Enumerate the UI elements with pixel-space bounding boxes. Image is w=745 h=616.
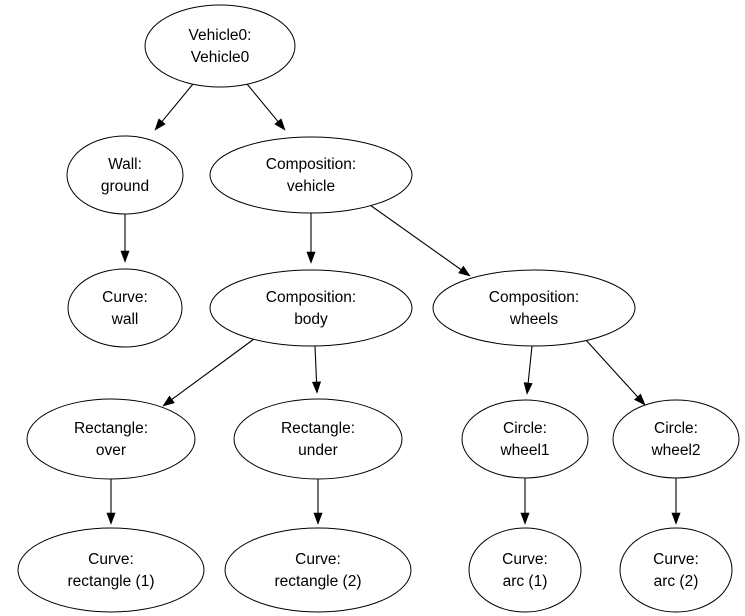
nodes-layer: Vehicle0:Vehicle0Wall:groundComposition:…	[17, 4, 740, 613]
graph-edge	[154, 83, 194, 131]
node-ellipse[interactable]	[67, 268, 183, 348]
graph-edge	[369, 204, 471, 277]
node-label-line1: Curve:	[295, 551, 341, 568]
node-ellipse[interactable]	[144, 4, 296, 88]
graph-node-curve_wall[interactable]: Curve: wall	[67, 268, 183, 348]
node-ellipse[interactable]	[461, 399, 589, 479]
node-label-line1: Curve:	[88, 551, 134, 568]
node-ellipse[interactable]	[432, 269, 636, 347]
graph-edge	[120, 214, 130, 263]
node-label-line1: Composition:	[266, 156, 356, 173]
graph-edge	[523, 345, 533, 395]
node-label-line2: rectangle (1)	[67, 573, 154, 590]
graph-node-wall_ground[interactable]: Wall: ground	[66, 135, 184, 215]
graph-edge	[162, 338, 255, 407]
node-ellipse[interactable]	[209, 269, 413, 347]
graph-node-curve_rect1[interactable]: Curve: rectangle (1)	[17, 527, 205, 613]
graph-node-circle_w2[interactable]: Circle: wheel2	[612, 399, 740, 479]
node-label-line2: arc (1)	[503, 573, 548, 590]
graph-edge	[246, 83, 286, 131]
node-label-line2: Vehicle0	[191, 49, 250, 66]
node-label-line2: wheel1	[499, 442, 549, 459]
node-label-line1: Curve:	[502, 551, 548, 568]
node-ellipse[interactable]	[468, 527, 582, 613]
graph-node-rect_under[interactable]: Rectangle: under	[233, 398, 403, 480]
node-label-line1: Circle:	[503, 420, 547, 437]
node-label-line2: wheels	[509, 311, 558, 328]
node-label-line1: Wall:	[108, 156, 142, 173]
graph-node-comp_vehicle[interactable]: Composition: vehicle	[209, 136, 413, 214]
graph-node-curve_arc2[interactable]: Curve: arc (2)	[619, 527, 733, 613]
node-ellipse[interactable]	[26, 398, 196, 480]
node-label-line1: Curve:	[102, 289, 148, 306]
node-label-line2: body	[294, 311, 328, 328]
graph-edge	[671, 478, 681, 525]
graph-node-vehicle0[interactable]: Vehicle0: Vehicle0	[144, 4, 296, 88]
node-ellipse[interactable]	[233, 398, 403, 480]
graph-edge	[311, 345, 322, 394]
graph-node-rect_over[interactable]: Rectangle: over	[26, 398, 196, 480]
node-label-line2: vehicle	[287, 178, 335, 195]
node-label-line1: Vehicle0:	[189, 27, 252, 44]
node-ellipse[interactable]	[17, 527, 205, 613]
node-ellipse[interactable]	[209, 136, 413, 214]
graph-edge	[313, 479, 323, 525]
node-label-line2: ground	[101, 178, 149, 195]
node-ellipse[interactable]	[66, 135, 184, 215]
node-label-line2: wheel2	[650, 442, 700, 459]
graph-node-curve_arc1[interactable]: Curve: arc (1)	[468, 527, 582, 613]
node-label-line2: over	[96, 442, 126, 459]
graph-node-circle_w1[interactable]: Circle: wheel1	[461, 399, 589, 479]
node-label-line2: arc (2)	[654, 573, 699, 590]
node-ellipse[interactable]	[612, 399, 740, 479]
node-label-line1: Rectangle:	[281, 420, 355, 437]
node-label-line1: Rectangle:	[74, 420, 148, 437]
node-label-line1: Circle:	[654, 420, 698, 437]
graph-edge	[306, 213, 316, 264]
node-label-line2: wall	[111, 311, 139, 328]
graph-edge	[520, 478, 530, 525]
node-label-line2: rectangle (2)	[274, 573, 361, 590]
node-label-line2: under	[298, 442, 338, 459]
graph-node-curve_rect2[interactable]: Curve: rectangle (2)	[224, 527, 412, 613]
edges-layer	[106, 83, 681, 525]
node-label-line1: Curve:	[653, 551, 699, 568]
graph-node-comp_body[interactable]: Composition: body	[209, 269, 413, 347]
node-label-line1: Composition:	[489, 289, 579, 306]
node-ellipse[interactable]	[619, 527, 733, 613]
graph-node-comp_wheels[interactable]: Composition: wheels	[432, 269, 636, 347]
node-ellipse[interactable]	[224, 527, 412, 613]
node-label-line1: Composition:	[266, 289, 356, 306]
graph-edge	[584, 338, 646, 406]
graph-edge	[106, 479, 116, 525]
